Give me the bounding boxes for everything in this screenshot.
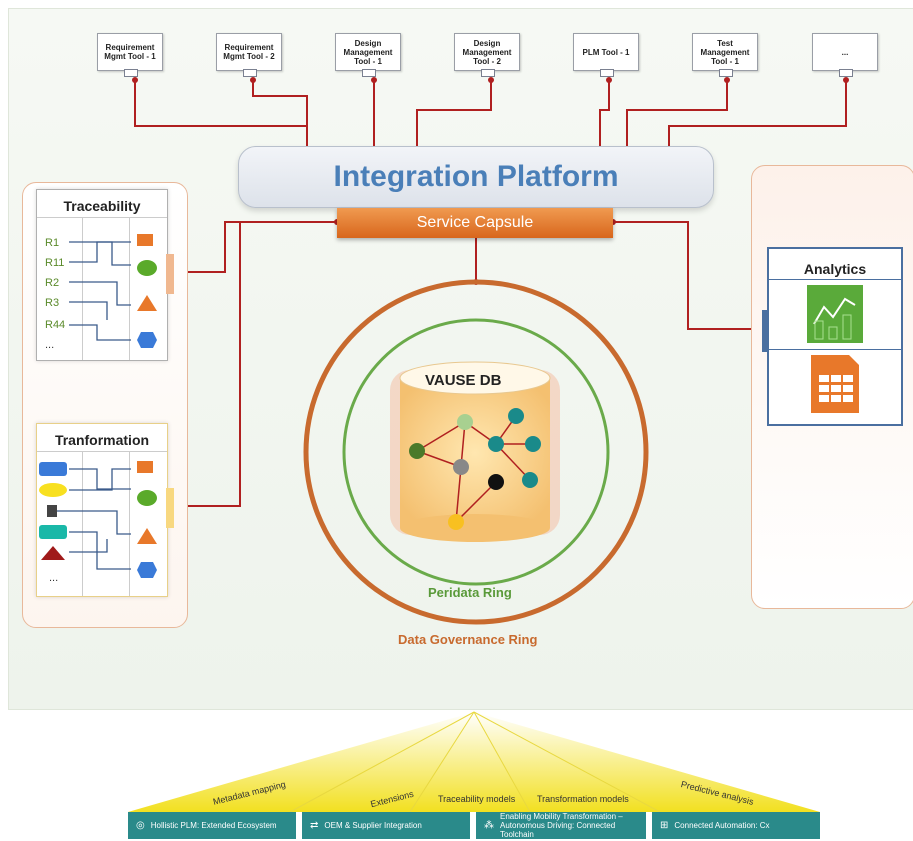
analytics-port [762,310,768,352]
hierarchy-icon: ⊞ [660,820,669,831]
transform-more: ... [49,572,59,584]
traceability-title: Traceability [63,198,141,214]
tool-box: Design Management Tool - 1 [335,33,401,77]
trace-row-label: R1 [45,237,60,249]
transform-port [166,488,174,528]
trace-row-label: R2 [45,277,60,289]
pillar: ⊞Connected Automation: Cx [652,812,820,839]
peridata-ring-label: Peridata Ring [428,585,512,600]
trace-row-label: ... [45,339,55,351]
pillar: ◎Hollistic PLM: Extended Ecosystem [128,812,296,839]
trace-row-label: R11 [45,257,65,269]
pillar: ⁂Enabling Mobility Transformation – Auto… [476,812,646,839]
trace-row-label: R44 [45,319,66,331]
data-governance-ring [303,279,649,625]
globe-icon: ◎ [136,820,145,831]
tool-box: ... [812,33,878,77]
slope-label: Transformation models [537,794,629,804]
tool-box: Requirement Mgmt Tool - 1 [97,33,163,77]
spreadsheet-icon [811,355,859,413]
db-title: VAUSE DB [425,372,502,389]
data-governance-ring-label: Data Governance Ring [398,632,538,647]
analytics-title: Analytics [803,261,867,277]
trace-port [166,254,174,294]
integration-platform: Integration Platform [238,146,714,208]
trace-row-label: R3 [45,297,60,309]
handshake-icon: ⇄ [310,820,319,831]
network-icon: ⁂ [484,820,494,831]
tool-box: Design Management Tool - 2 [454,33,520,77]
analytics-box: Analytics [767,247,903,426]
transformation-box: Tranformation ... [36,423,168,597]
tool-box: Requirement Mgmt Tool - 2 [216,33,282,77]
tool-box: PLM Tool - 1 [573,33,639,77]
peridata-ring [342,318,610,586]
tool-box: Test Management Tool - 1 [692,33,758,77]
foundation-fan [128,712,820,812]
slope-label: Traceability models [438,794,516,804]
traceability-box: Traceability R1 R11 R2 R3 R44 ... [36,189,168,361]
trace-links [69,234,157,348]
pillar: ⇄OEM & Supplier Integration [302,812,470,839]
transform-links [39,461,157,578]
transformation-title: Tranformation [54,432,150,448]
chart-icon [807,285,863,343]
service-capsule: Service Capsule [337,208,613,238]
